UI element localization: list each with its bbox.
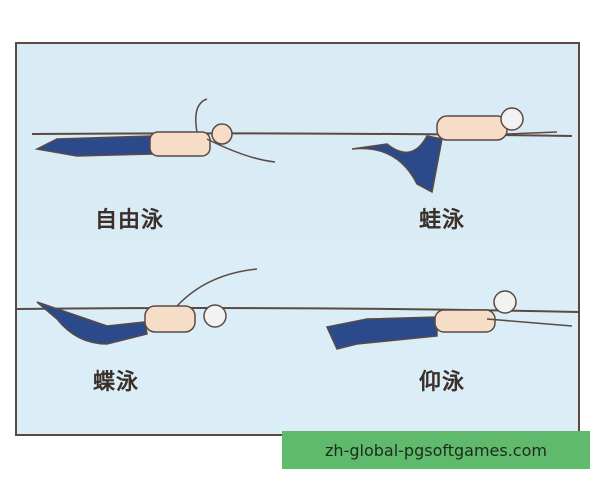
freestyle-swimmer	[34, 98, 276, 163]
butterfly-swimmer	[36, 268, 258, 345]
swimmers-drawing	[17, 98, 578, 434]
backstroke-swimmer	[325, 290, 573, 350]
butterfly-label: 蝶泳	[93, 370, 140, 395]
freestyle-label: 自由泳	[95, 208, 165, 233]
breaststroke-label: 蛙泳	[419, 208, 466, 233]
swimming-strokes-illustration: 自由泳 蛙泳 蝶泳 仰泳	[15, 42, 580, 436]
watermark-banner: zh-global-pgsoftgames.com	[282, 431, 590, 469]
breaststroke-swimmer	[351, 107, 558, 194]
backstroke-label: 仰泳	[419, 370, 466, 395]
